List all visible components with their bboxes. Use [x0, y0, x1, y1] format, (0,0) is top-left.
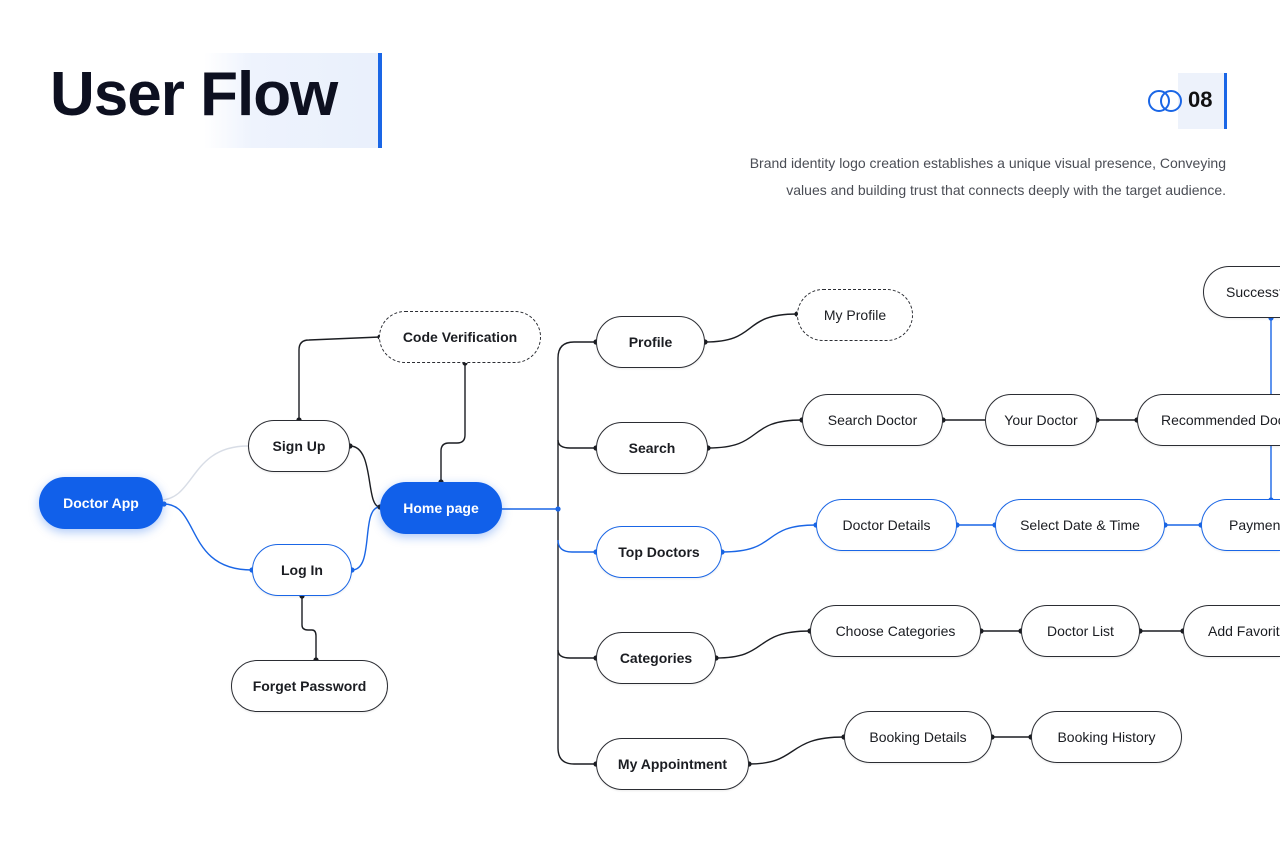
connector-login-home	[351, 506, 381, 571]
node-code-verification: Code Verification	[379, 311, 541, 363]
page-number-block: 08	[1146, 73, 1228, 129]
page-number-bg	[1178, 73, 1224, 129]
node-add-favorite: Add Favorit	[1183, 605, 1280, 657]
description: Brand identity logo creation establishes…	[626, 150, 1226, 204]
page-title: User Flow	[50, 60, 338, 129]
rings-logo-icon	[1148, 90, 1182, 112]
node-my-profile: My Profile	[797, 289, 913, 341]
node-doctor-details: Doctor Details	[816, 499, 957, 551]
node-doctor-list: Doctor List	[1021, 605, 1140, 657]
node-forget-password: Forget Password	[231, 660, 388, 712]
title-accent-bar	[378, 53, 382, 148]
node-sign-up: Sign Up	[248, 420, 350, 472]
description-line-2: values and building trust that connects …	[786, 182, 1226, 198]
description-line-1: Brand identity logo creation establishes…	[749, 155, 1226, 171]
node-doctor-app: Doctor App	[39, 477, 163, 529]
node-profile: Profile	[596, 316, 705, 368]
node-search-doctor: Search Doctor	[802, 394, 943, 446]
title-highlight	[40, 53, 382, 148]
connector-trunk	[557, 341, 596, 765]
connector-login-forgetpassword	[301, 596, 317, 660]
page-number-accent-bar	[1224, 73, 1227, 129]
node-choose-categories: Choose Categories	[810, 605, 981, 657]
connector-codeverification-home	[440, 363, 466, 482]
node-top-doctors: Top Doctors	[596, 526, 722, 578]
node-select-date-time: Select Date & Time	[995, 499, 1165, 551]
connector-trunk-categories	[557, 649, 596, 659]
connector-signup-home	[349, 445, 381, 508]
page-number: 08	[1188, 87, 1213, 112]
node-booking-history: Booking History	[1031, 711, 1182, 763]
connector-topdoctors-doctordetails	[721, 524, 817, 553]
connector-doctorapp-login	[163, 503, 253, 571]
connector-categories-choosecategories	[715, 630, 811, 659]
dot	[555, 506, 561, 512]
node-recommended: Recommended Doc	[1137, 394, 1280, 446]
node-successful: Successf	[1203, 266, 1280, 318]
node-home-page: Home page	[380, 482, 502, 534]
connector-signup-codeverification	[298, 336, 381, 420]
node-my-appointment: My Appointment	[596, 738, 749, 790]
connector-trunk-search	[557, 439, 596, 449]
connector-trunk-topdoctors	[557, 539, 596, 553]
node-categories: Categories	[596, 632, 716, 684]
connector-profile-myprofile	[704, 313, 798, 343]
node-log-in: Log In	[252, 544, 352, 596]
node-payment: Payment	[1201, 499, 1280, 551]
connector-doctorapp-signup	[159, 445, 249, 501]
node-search: Search	[596, 422, 708, 474]
node-your-doctor: Your Doctor	[985, 394, 1097, 446]
connector-search-searchdoctor	[707, 419, 803, 449]
node-booking-details: Booking Details	[844, 711, 992, 763]
connector-myappointment-bookingdetails	[748, 736, 845, 765]
